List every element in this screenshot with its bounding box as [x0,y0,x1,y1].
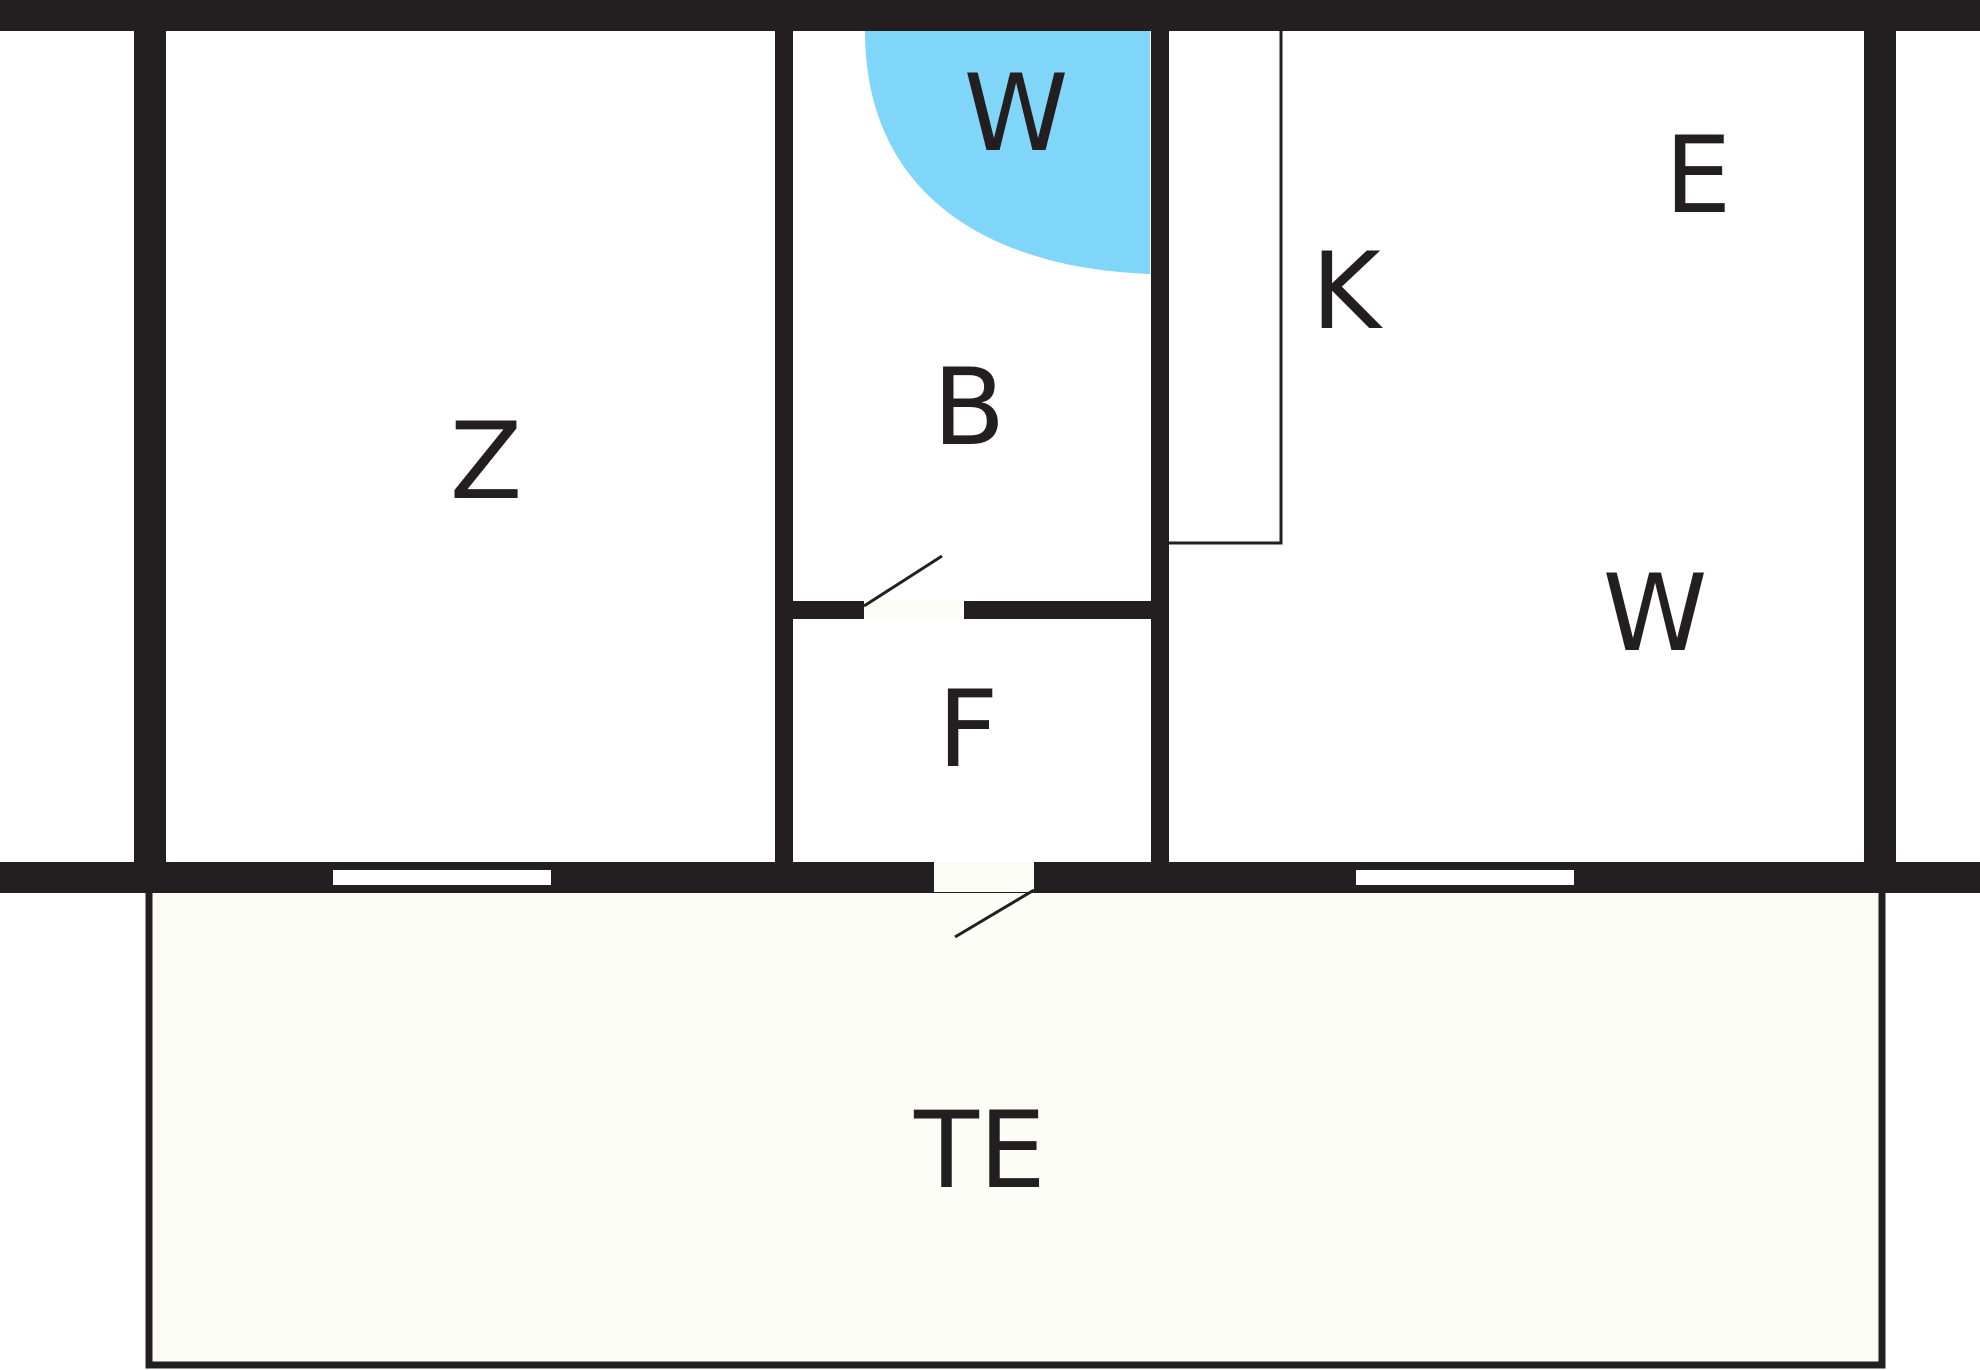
room-label-w-living: W [1603,552,1708,675]
shower-area [865,31,1150,274]
room-label-te: TE [913,1089,1046,1212]
top-wall [0,0,1980,31]
door-swing-b-f [863,554,943,608]
kitchen-counter [1169,31,1283,545]
wall-b-k [1151,0,1169,892]
wall-z-b [775,0,793,892]
door-opening-b-f [864,601,964,619]
room-label-k: K [1311,230,1383,353]
left-wall [134,0,166,892]
terrace-area [145,884,1886,1369]
door-opening-front [934,862,1034,892]
room-label-e: E [1665,114,1732,237]
room-label-b: B [933,346,1006,469]
room-label-z: Z [450,400,523,523]
room-label-f: F [938,668,999,791]
door-swing-front [954,888,1035,939]
room-label-w-shower: W [964,52,1069,175]
right-wall [1864,0,1896,892]
wall-b-f [793,601,1151,619]
window-left [333,870,551,885]
window-right [1356,870,1574,885]
